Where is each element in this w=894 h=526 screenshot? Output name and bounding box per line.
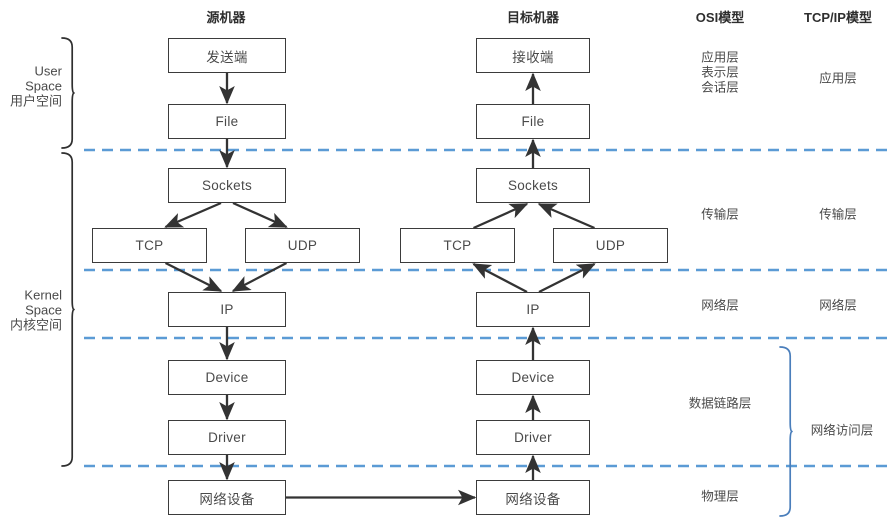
kernel-space-brace-line-1: Space — [25, 302, 62, 318]
arrow-source-udp-ip — [231, 261, 288, 293]
arrow-target-ip-tcp — [472, 262, 528, 294]
node-source-device[interactable]: Device — [168, 360, 286, 395]
node-target-udp[interactable]: UDP — [553, 228, 668, 263]
osi-transport: 传输层 — [701, 208, 739, 223]
node-source-file[interactable]: File — [168, 104, 286, 139]
arrow-source-tcp-ip — [164, 261, 223, 293]
node-target-sockets[interactable]: Sockets — [476, 168, 590, 203]
node-target-receiver[interactable]: 接收端 — [476, 38, 590, 73]
node-source-device-label: Device — [205, 370, 249, 385]
tcpip-transport-line-0: 传输层 — [819, 207, 857, 222]
node-target-driver[interactable]: Driver — [476, 420, 590, 455]
node-target-netdev[interactable]: 网络设备 — [476, 480, 590, 515]
node-source-sender-label: 发送端 — [206, 49, 248, 65]
tcpip-internet-line-0: 网络层 — [819, 298, 857, 313]
tcpip-model-title: TCP/IP模型 — [804, 10, 872, 25]
node-target-sockets-label: Sockets — [507, 178, 559, 193]
tcpip-network-access-brace-path — [779, 346, 793, 517]
node-target-tcp[interactable]: TCP — [400, 228, 515, 263]
node-target-ip-label: IP — [526, 302, 540, 317]
node-source-udp[interactable]: UDP — [245, 228, 360, 263]
node-source-driver-label: Driver — [208, 430, 246, 445]
osi-application-group: 应用层表示层会话层 — [701, 51, 739, 96]
osi-application-group-line-1: 表示层 — [701, 65, 739, 80]
arrow-source-sockets-udp — [232, 201, 288, 229]
node-target-device-label: Device — [511, 370, 555, 385]
user-space-brace-line-2: 用户空间 — [9, 93, 62, 109]
user-space-brace-path — [61, 37, 75, 149]
arrow-target-udp-sockets — [537, 202, 595, 230]
node-target-device[interactable]: Device — [476, 360, 590, 395]
tcpip-application: 应用层 — [819, 72, 857, 87]
tcpip-application-line-0: 应用层 — [819, 71, 857, 86]
osi-datalink: 数据链路层 — [689, 397, 752, 412]
tcpip-network-access-brace-label: 网络访问层 — [810, 423, 874, 438]
node-source-file-label: File — [215, 114, 239, 129]
node-source-ip-label: IP — [220, 302, 234, 317]
osi-physical-line-0: 物理层 — [701, 489, 739, 504]
osi-model-title: OSI模型 — [695, 10, 745, 25]
kernel-space-brace-line-2: 内核空间 — [9, 317, 62, 333]
osi-physical: 物理层 — [701, 490, 739, 505]
arrow-source-sockets-tcp — [164, 201, 222, 229]
node-source-netdev-label: 网络设备 — [199, 491, 255, 507]
node-source-sockets[interactable]: Sockets — [168, 168, 286, 203]
node-source-driver[interactable]: Driver — [168, 420, 286, 455]
node-target-file[interactable]: File — [476, 104, 590, 139]
tcpip-internet: 网络层 — [819, 299, 857, 314]
node-source-ip[interactable]: IP — [168, 292, 286, 327]
node-target-file-label: File — [521, 114, 545, 129]
tcpip-transport: 传输层 — [819, 208, 857, 223]
source-machine-title: 源机器 — [206, 10, 246, 25]
target-machine-title: 目标机器 — [506, 10, 560, 25]
node-source-sockets-label: Sockets — [201, 178, 253, 193]
osi-network-line-0: 网络层 — [701, 298, 739, 313]
node-target-netdev-label: 网络设备 — [505, 491, 561, 507]
node-target-udp-label: UDP — [595, 238, 626, 253]
node-source-tcp[interactable]: TCP — [92, 228, 207, 263]
user-space-brace-line-1: Space — [25, 78, 62, 94]
osi-transport-line-0: 传输层 — [701, 207, 739, 222]
node-target-ip[interactable]: IP — [476, 292, 590, 327]
osi-application-group-line-2: 会话层 — [701, 80, 739, 95]
node-source-sender[interactable]: 发送端 — [168, 38, 286, 73]
node-target-receiver-label: 接收端 — [512, 49, 554, 65]
osi-application-group-line-0: 应用层 — [701, 50, 739, 65]
user-space-brace-line-0: User — [34, 63, 62, 79]
kernel-space-brace-path — [61, 152, 75, 467]
node-source-udp-label: UDP — [287, 238, 318, 253]
node-source-netdev[interactable]: 网络设备 — [168, 480, 286, 515]
kernel-space-brace-line-0: Kernel — [24, 287, 62, 303]
node-target-driver-label: Driver — [514, 430, 552, 445]
arrow-target-ip-udp — [538, 262, 596, 294]
node-target-tcp-label: TCP — [443, 238, 472, 253]
arrow-target-tcp-sockets — [473, 202, 529, 230]
osi-datalink-line-0: 数据链路层 — [688, 396, 752, 411]
node-source-tcp-label: TCP — [135, 238, 164, 253]
osi-network: 网络层 — [701, 299, 739, 314]
